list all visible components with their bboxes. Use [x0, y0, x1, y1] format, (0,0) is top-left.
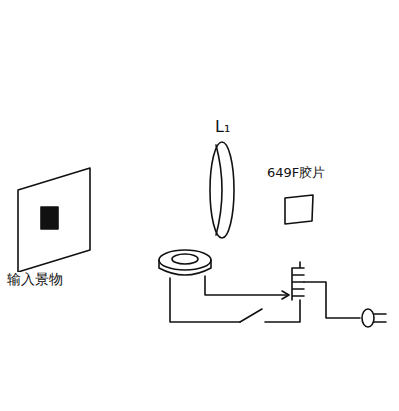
switch	[240, 309, 262, 322]
wire	[304, 282, 360, 318]
film-plate	[285, 195, 313, 224]
wire	[205, 276, 288, 295]
wire	[265, 300, 300, 322]
wire	[170, 278, 240, 322]
wiper-arrow	[282, 291, 289, 299]
input-object	[41, 207, 58, 229]
input-plate	[18, 168, 90, 272]
lens-edge	[216, 145, 222, 235]
plug	[362, 309, 374, 327]
lamp-ring	[159, 250, 211, 270]
part-label: 649F胶片	[266, 166, 326, 180]
rheostat	[292, 262, 304, 300]
part-label: 输入景物	[6, 272, 64, 287]
part-label: L₁	[214, 118, 231, 136]
lens	[210, 142, 234, 238]
lamp-body	[159, 260, 211, 275]
plug-pins	[374, 314, 386, 322]
lamp-inner	[172, 254, 198, 264]
